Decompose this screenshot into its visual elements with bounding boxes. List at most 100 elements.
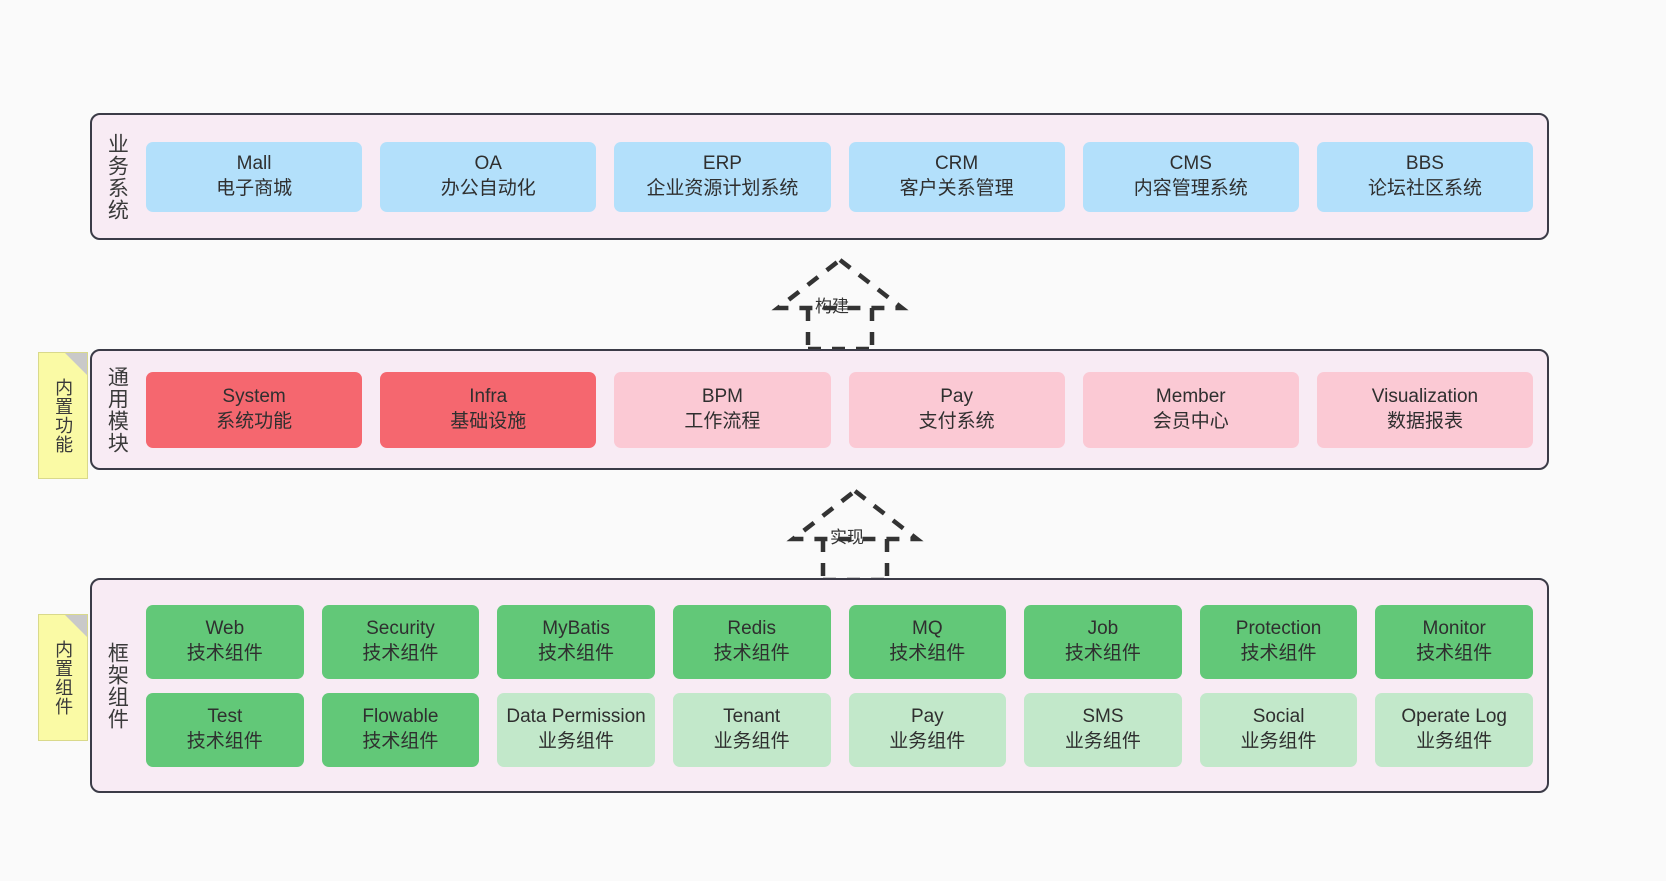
node-title: OA (474, 153, 502, 175)
node-oa[interactable]: OA 办公自动化 (380, 141, 597, 212)
node-title: CMS (1169, 153, 1212, 175)
layer-common-row: System 系统功能 Infra 基础设施 BPM 工作流程 Pay 支付系统… (146, 371, 1534, 448)
node-protection[interactable]: Protection 技术组件 (1199, 604, 1358, 679)
layer-title-framework: 框架组件 (105, 641, 129, 730)
node-pay-component[interactable]: Pay 业务组件 (848, 692, 1007, 767)
node-tenant[interactable]: Tenant 业务组件 (672, 692, 831, 767)
node-title: MQ (912, 618, 943, 640)
node-monitor[interactable]: Monitor 技术组件 (1375, 604, 1533, 679)
node-subtitle: 客户关系管理 (899, 177, 1014, 199)
node-title: BPM (701, 386, 744, 408)
arrow-build: 构建 (755, 256, 915, 352)
layer-body-common: System 系统功能 Infra 基础设施 BPM 工作流程 Pay 支付系统… (140, 351, 1547, 468)
node-subtitle: 技术组件 (362, 730, 439, 752)
node-title: CRM (934, 153, 979, 175)
node-erp[interactable]: ERP 企业资源计划系统 (614, 141, 831, 212)
node-subtitle: 技术组件 (1240, 642, 1317, 664)
node-operate-log[interactable]: Operate Log 业务组件 (1375, 692, 1533, 767)
node-subtitle: 系统功能 (216, 410, 293, 432)
node-bpm[interactable]: BPM 工作流程 (614, 371, 831, 448)
node-subtitle: 业务组件 (1240, 730, 1317, 752)
node-title: Job (1087, 618, 1119, 640)
node-title: Mall (236, 153, 272, 175)
node-title: ERP (702, 153, 742, 175)
node-subtitle: 基础设施 (450, 410, 527, 432)
node-visualization[interactable]: Visualization 数据报表 (1316, 371, 1534, 448)
node-title: Infra (469, 386, 508, 408)
node-subtitle: 技术组件 (362, 642, 439, 664)
generalization-triangle-icon (771, 257, 909, 311)
node-bbs[interactable]: BBS 论坛社区系统 (1316, 141, 1534, 212)
node-subtitle: 内容管理系统 (1133, 177, 1248, 199)
node-subtitle: 技术组件 (538, 642, 615, 664)
node-test[interactable]: Test 技术组件 (146, 692, 304, 767)
node-title: Member (1155, 386, 1226, 408)
node-subtitle: 支付系统 (918, 410, 995, 432)
node-cms[interactable]: CMS 内容管理系统 (1082, 141, 1299, 212)
node-mall[interactable]: Mall 电子商城 (146, 141, 363, 212)
arrow-implement: 实现 (770, 487, 930, 583)
node-flowable[interactable]: Flowable 技术组件 (321, 692, 480, 767)
node-subtitle: 技术组件 (186, 642, 263, 664)
node-job[interactable]: Job 技术组件 (1024, 604, 1182, 679)
node-subtitle: 技术组件 (889, 642, 966, 664)
sticky-note-builtin-components: 内置组件 (38, 614, 88, 741)
layer-body-framework: Web 技术组件 Security 技术组件 MyBatis 技术组件 Redi… (140, 580, 1547, 791)
layer-body-business: Mall 电子商城 OA 办公自动化 ERP 企业资源计划系统 CRM 客户关系… (140, 115, 1547, 238)
node-subtitle: 论坛社区系统 (1367, 177, 1482, 199)
node-subtitle: 业务组件 (1064, 730, 1141, 752)
arrow-implement-label: 实现 (830, 528, 864, 547)
layer-business-row: Mall 电子商城 OA 办公自动化 ERP 企业资源计划系统 CRM 客户关系… (146, 141, 1534, 212)
node-subtitle: 企业资源计划系统 (646, 177, 799, 199)
node-title: Redis (727, 618, 776, 640)
node-pay-module[interactable]: Pay 支付系统 (848, 371, 1065, 448)
layer-framework-row-tech: Web 技术组件 Security 技术组件 MyBatis 技术组件 Redi… (146, 604, 1533, 679)
node-subtitle: 会员中心 (1152, 410, 1229, 432)
node-member[interactable]: Member 会员中心 (1082, 371, 1299, 448)
node-title: Operate Log (1401, 706, 1507, 728)
sticky-note-label: 内置组件 (53, 639, 74, 716)
layer-title-business: 业务系统 (105, 132, 129, 221)
node-title: Pay (940, 386, 973, 408)
node-title: Visualization (1371, 386, 1479, 408)
node-subtitle: 技术组件 (713, 642, 790, 664)
layer-common-modules: 通用模块 System 系统功能 Infra 基础设施 BPM 工作流程 Pay… (90, 349, 1549, 470)
node-title: Tenant (723, 706, 781, 728)
node-security[interactable]: Security 技术组件 (321, 604, 480, 679)
layer-framework-components: 框架组件 Web 技术组件 Security 技术组件 MyBatis 技术组件… (90, 578, 1549, 793)
sticky-note-label: 内置功能 (53, 377, 74, 454)
node-web[interactable]: Web 技术组件 (146, 604, 304, 679)
node-redis[interactable]: Redis 技术组件 (672, 604, 831, 679)
node-infra[interactable]: Infra 基础设施 (380, 371, 597, 448)
node-title: Test (207, 706, 243, 728)
node-subtitle: 电子商城 (216, 177, 293, 199)
layer-business-systems: 业务系统 Mall 电子商城 OA 办公自动化 ERP 企业资源计划系统 CRM… (90, 113, 1549, 240)
layer-title-common: 通用模块 (105, 365, 129, 454)
node-title: BBS (1405, 153, 1444, 175)
node-mq[interactable]: MQ 技术组件 (848, 604, 1007, 679)
node-title: Flowable (362, 706, 439, 728)
node-subtitle: 工作流程 (684, 410, 761, 432)
node-title: MyBatis (542, 618, 610, 640)
node-subtitle: 办公自动化 (440, 177, 536, 199)
node-subtitle: 业务组件 (713, 730, 790, 752)
node-title: Security (366, 618, 435, 640)
node-system[interactable]: System 系统功能 (146, 371, 363, 448)
sticky-note-builtin-features: 内置功能 (38, 352, 88, 479)
node-data-permission[interactable]: Data Permission 业务组件 (497, 692, 655, 767)
node-mybatis[interactable]: MyBatis 技术组件 (497, 604, 655, 679)
node-social[interactable]: Social 业务组件 (1199, 692, 1358, 767)
node-title: Pay (910, 706, 944, 728)
node-title: Web (205, 618, 245, 640)
arrow-build-label: 构建 (815, 297, 849, 316)
node-title: Social (1252, 706, 1305, 728)
node-sms[interactable]: SMS 业务组件 (1024, 692, 1182, 767)
node-crm[interactable]: CRM 客户关系管理 (848, 141, 1065, 212)
layer-framework-row-business: Test 技术组件 Flowable 技术组件 Data Permission … (146, 692, 1533, 767)
node-subtitle: 数据报表 (1386, 410, 1463, 432)
node-subtitle: 技术组件 (186, 730, 263, 752)
node-title: Data Permission (506, 706, 646, 728)
node-title: Monitor (1422, 618, 1486, 640)
node-subtitle: 技术组件 (1416, 642, 1493, 664)
node-subtitle: 技术组件 (1064, 642, 1141, 664)
